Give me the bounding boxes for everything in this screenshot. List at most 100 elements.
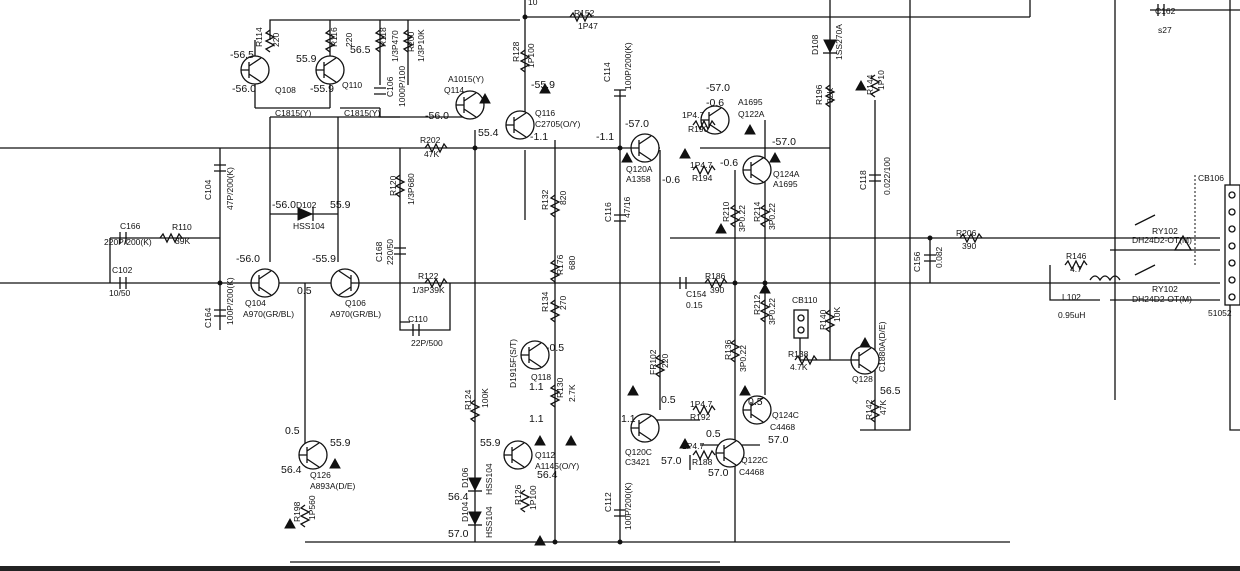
label-r176-ref: R176 xyxy=(555,254,565,275)
label-q118: Q118 xyxy=(531,372,551,382)
voltage: 0.5 xyxy=(297,285,312,297)
transistor-q122a xyxy=(700,105,730,135)
part-labels: Q108 Q110 C1815(Y) C1815(Y) Q114 A1015(Y… xyxy=(243,0,1232,538)
label-d106-type: HSS104 xyxy=(484,463,494,495)
junction-dots xyxy=(217,14,933,545)
voltage: 0.5 xyxy=(706,428,721,440)
transistor-q128 xyxy=(850,345,880,375)
label-r212-ref: R212 xyxy=(752,294,762,315)
label-c116-ref: C116 xyxy=(603,202,613,222)
label-c166-value: 220P/200(K) xyxy=(104,237,152,247)
voltage: 56.5 xyxy=(350,44,371,56)
label-r144-value: 1P10 xyxy=(876,70,886,90)
label-c1815-left: C1815(Y) xyxy=(275,108,312,118)
label-q104: Q104 xyxy=(245,298,266,308)
label-r188-value: 1P4.7 xyxy=(682,441,704,451)
label-d104-type: HSS104 xyxy=(484,506,494,538)
voltage-annotations: -56.5 55.9 56.5 -55.9 -56.0 -56.0 -55.9 … xyxy=(230,44,901,540)
label-q122c: Q122C xyxy=(741,455,768,465)
label-r198-value: 1P560 xyxy=(307,495,317,520)
label-q116: Q116 xyxy=(535,108,555,118)
label-c166-ref: C166 xyxy=(120,221,141,231)
label-r188-ref: R188 xyxy=(692,457,713,467)
label-c4468-a: C4468 xyxy=(770,422,795,432)
transistor-q122c xyxy=(715,438,745,468)
label-a970-right: A970(GR/BL) xyxy=(330,309,381,319)
label-r124-ref: R124 xyxy=(463,389,473,410)
label-q122a: Q122A xyxy=(738,109,765,119)
label-d108: D108 xyxy=(810,34,820,55)
voltage: 0.5 xyxy=(285,425,300,437)
transistor-q124a xyxy=(742,155,772,185)
label-r152-ref: R152 xyxy=(574,8,595,18)
transistor-q104 xyxy=(250,268,280,298)
label-r146-ref: R146 xyxy=(1066,251,1087,261)
transistor-q112 xyxy=(503,440,533,470)
voltage: -55.9 xyxy=(310,83,334,95)
voltage: -0.6 xyxy=(662,174,680,186)
label-r190-value: 1P4.7 xyxy=(682,110,704,120)
label-q108: Q108 xyxy=(275,85,296,95)
label-a1145: A1145(O/Y) xyxy=(535,461,579,471)
label-r124-value: 100K xyxy=(480,388,490,408)
label-q126: Q126 xyxy=(310,470,331,480)
label-ry102-b: RY102 xyxy=(1152,284,1178,294)
label-c102-ref: C102 xyxy=(112,265,133,275)
label-r118-ref: R118 xyxy=(378,27,388,47)
label-r176-value: 680 xyxy=(567,256,577,270)
label-r130-ref: R130 xyxy=(555,377,565,398)
label-r186-ref: R186 xyxy=(705,271,726,281)
voltage: 57.0 xyxy=(708,467,729,479)
label-r120-ref: R120 xyxy=(388,175,398,196)
voltage: -55.9 xyxy=(312,253,336,265)
label-c168-ref: C168 xyxy=(374,241,384,262)
label-fr102-ref: FR102 xyxy=(648,349,658,375)
voltage: 1.1 xyxy=(529,413,544,425)
transistor-q114 xyxy=(455,90,485,120)
label-c156-value: 0.082 xyxy=(934,246,944,268)
label-r142-value: 47K xyxy=(878,400,888,415)
label-a1695-b: A1695 xyxy=(773,179,798,189)
label-r152-value: 1P47 xyxy=(578,21,598,31)
voltage: 0.5 xyxy=(748,396,763,408)
label-l102-ref: L102 xyxy=(1062,292,1081,302)
voltage: -57.0 xyxy=(706,82,730,94)
voltage: 1.1 xyxy=(621,413,636,425)
relay-contacts xyxy=(1134,214,1193,276)
label-r110-value: 39K xyxy=(175,236,190,246)
voltage: 56.4 xyxy=(537,469,558,481)
voltage: 55.9 xyxy=(296,53,317,65)
voltage: 57.0 xyxy=(768,434,789,446)
label-c110-value: 22P/500 xyxy=(411,338,443,348)
label-r214-ref: R214 xyxy=(752,201,762,222)
label-dh24-a: DH24D2-OT(M) xyxy=(1132,235,1192,245)
label-a893: A893A(D/E) xyxy=(310,481,356,491)
diodes xyxy=(297,39,837,526)
label-a1015: A1015(Y) xyxy=(448,74,484,84)
label-r198-ref: R198 xyxy=(292,501,302,522)
transistor-q108 xyxy=(240,55,270,85)
label-c2705: C2705(O/Y) xyxy=(535,119,581,129)
label-cb110: CB110 xyxy=(792,295,818,305)
label-c164-value: 100P/200(K) xyxy=(225,277,235,325)
label-c112-value: 100P/200(K) xyxy=(623,482,633,530)
label-c118-ref: C118 xyxy=(858,170,868,190)
label-r210-value: 3P0.22 xyxy=(737,205,747,232)
voltage: -56.0 xyxy=(232,83,256,95)
label-r128-ref: R128 xyxy=(511,41,521,62)
label-r120-value: 1/3P680 xyxy=(406,173,416,205)
label-r134-value: 270 xyxy=(558,296,568,310)
voltage: -56.0 xyxy=(236,253,260,265)
voltage: 0.5 xyxy=(661,394,676,406)
label-c102-value: 10/50 xyxy=(109,288,131,298)
label-c164-ref: C164 xyxy=(203,307,213,328)
voltage: -56.5 xyxy=(230,49,254,61)
label-cb106: CB106 xyxy=(1198,173,1224,183)
label-r116-value: 220 xyxy=(344,33,354,47)
label-c104-ref: C104 xyxy=(203,179,213,200)
label-r192-ref: R192 xyxy=(690,412,711,422)
label-ry102-a: RY102 xyxy=(1152,226,1178,236)
label-r114-ref: R114 xyxy=(254,27,264,47)
label-q106: Q106 xyxy=(345,298,366,308)
